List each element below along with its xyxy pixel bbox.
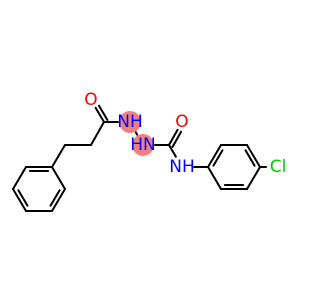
bond-ph1_c5-ph1_c6-inner	[49, 189, 61, 207]
molecule-structure: O NH HN O NH Cl	[12, 90, 286, 212]
bond-ph2_c6-ph2_c1	[207, 166, 222, 190]
atom-label-n_amide: NH	[117, 112, 143, 132]
bond-ph2_c3-ph2_c4-inner	[244, 149, 256, 167]
bond-ph1_c5-ph1_c6	[51, 188, 66, 212]
label-layer: O NH HN O NH Cl	[84, 90, 286, 177]
bond-ph1_c6-ph1_c1	[51, 166, 66, 190]
bond-ph1_c2-ph1_c3	[12, 166, 27, 190]
bond-c_urea-o_urea-second	[171, 130, 183, 148]
atom-label-o_urea: O	[175, 112, 188, 132]
bond-ph1_c1-ch2_a	[51, 144, 66, 168]
atom-label-n_hydrazine: HN	[130, 135, 156, 155]
bond-n_amide-n_hydrazine	[134, 131, 139, 136]
highlight-n_amide	[119, 111, 141, 133]
bond-c_urea-n_aryl	[168, 144, 177, 158]
bond-ch2_b-c_carbonyl1	[90, 121, 105, 146]
bond-ph2_c4-ph2_c5	[246, 166, 261, 190]
molecule-diagram: O NH HN O NH Cl	[12, 90, 286, 212]
highlight-layer	[119, 111, 154, 156]
atom-label-n_aryl: NH	[169, 157, 195, 177]
bond-ph2_c1-ph2_c2	[207, 144, 222, 168]
bond-ph1_c3-ph1_c4	[12, 188, 27, 212]
bond-ph1_c3-ph1_c4-inner	[17, 189, 29, 207]
atom-label-o_carbonyl1: O	[84, 90, 97, 110]
atom-label-cl: Cl	[270, 157, 287, 177]
bond-c_carbonyl1-o_carbonyl1-second	[98, 104, 109, 121]
highlight-n_hydrazine	[132, 134, 154, 156]
bond-ph2_c3-ph2_c4	[246, 144, 261, 168]
bond-c_carbonyl1-o_carbonyl1	[94, 106, 105, 123]
bond-c_urea-o_urea	[168, 128, 179, 146]
bond-ph2_c1-ph2_c2-inner	[212, 149, 224, 167]
bond-layer	[12, 104, 267, 212]
